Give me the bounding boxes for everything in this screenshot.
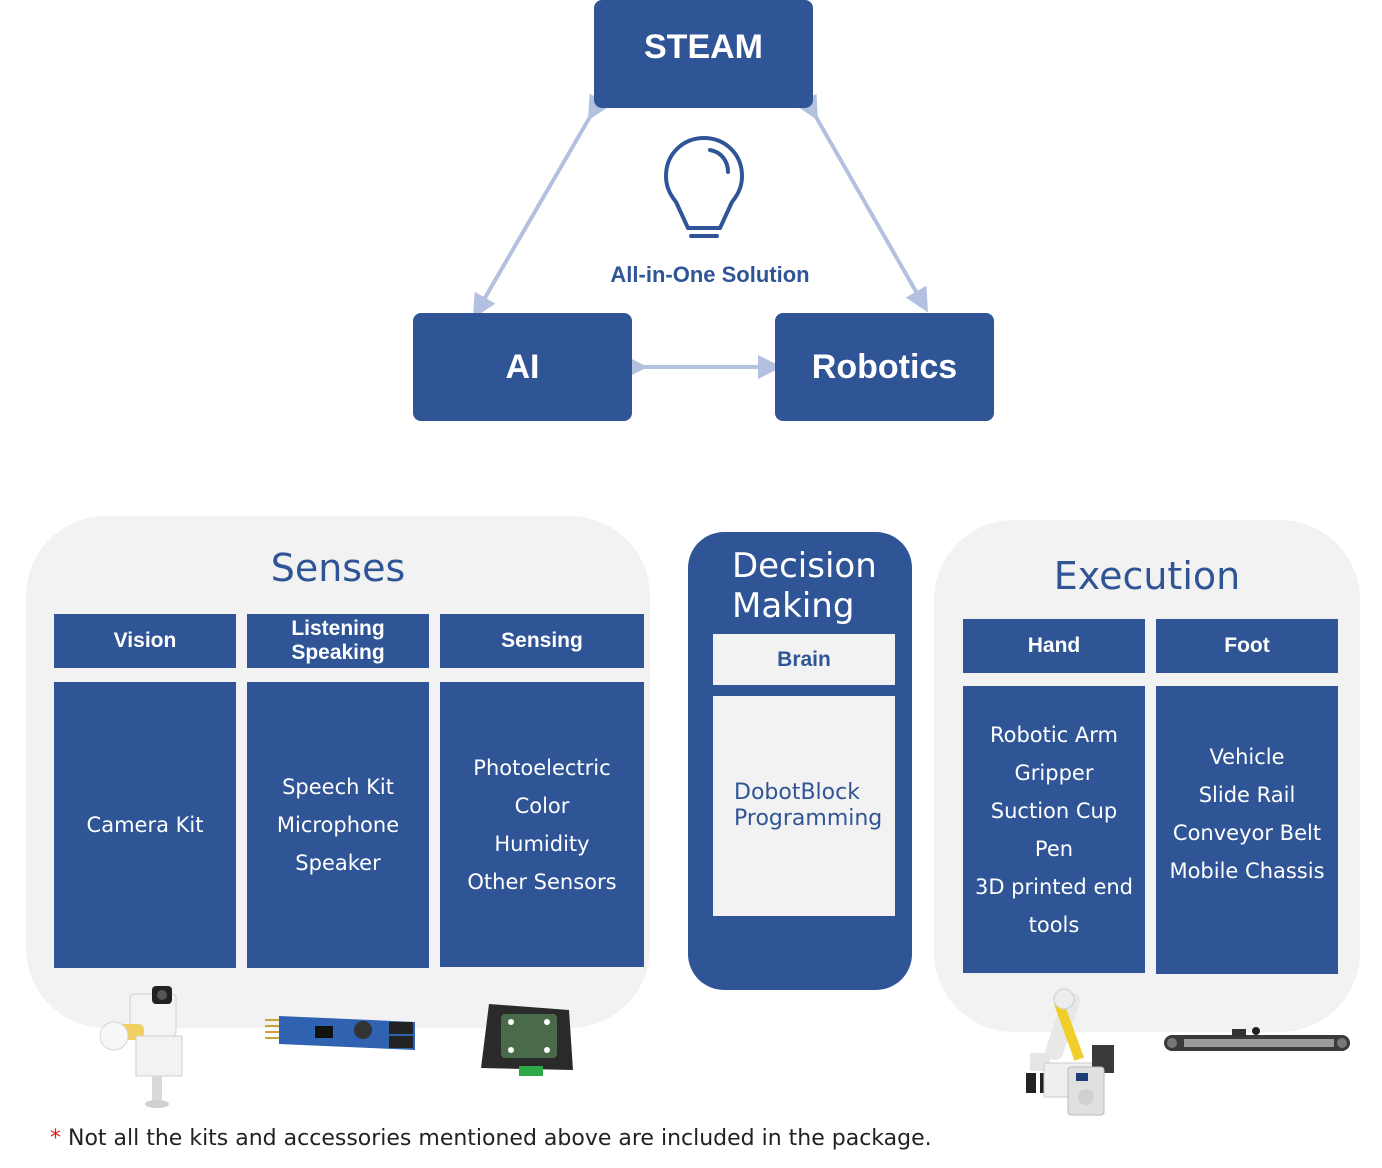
vision-items: Camera Kit <box>54 682 236 968</box>
decision-title-line: Making <box>732 586 855 626</box>
ai-box: AI <box>413 313 632 421</box>
ai-label: AI <box>505 347 540 386</box>
list-item: Robotic Arm <box>989 722 1119 747</box>
hand-items: Robotic Arm Gripper Suction Cup Pen 3D p… <box>963 686 1145 973</box>
sensing-header: Sensing <box>440 614 644 668</box>
decision-panel: Decision Making Brain DobotBlock Program… <box>688 532 912 990</box>
senses-title: Senses <box>270 546 406 590</box>
list-item: Color <box>514 793 570 818</box>
footnote-marker: * <box>50 1126 61 1151</box>
hand-header-label: Hand <box>1027 634 1081 657</box>
robotics-box: Robotics <box>775 313 994 421</box>
brain-header: Brain <box>713 634 895 685</box>
speaking-label: Speaking <box>291 641 385 664</box>
steam-label: STEAM <box>644 27 763 66</box>
foot-header: Foot <box>1156 619 1338 673</box>
vision-header-label: Vision <box>113 629 177 652</box>
decision-title: Decision Making <box>732 546 877 626</box>
listening-speaking-items: Speech Kit Microphone Speaker <box>247 682 429 968</box>
list-item: Other Sensors <box>467 869 617 894</box>
robotic-arm-image <box>1000 985 1120 1120</box>
conveyor-belt-image <box>1160 1025 1355 1065</box>
foot-items: Vehicle Slide Rail Conveyor Belt Mobile … <box>1156 686 1338 974</box>
vision-header: Vision <box>54 614 236 668</box>
list-item: Suction Cup <box>990 798 1118 823</box>
list-item: 3D printed end <box>974 874 1134 899</box>
list-item: Mobile Chassis <box>1169 859 1325 883</box>
list-item: Camera Kit <box>86 813 204 837</box>
decision-title-line: Decision <box>732 546 877 586</box>
brain-items: DobotBlock Programming <box>713 696 895 916</box>
camera-kit-image <box>90 980 200 1112</box>
solution-label: All-in-One Solution <box>610 262 810 287</box>
lightbulb-icon <box>662 136 746 244</box>
footnote: * Not all the kits and accessories menti… <box>50 1126 932 1151</box>
sensor-module-image <box>475 1000 575 1080</box>
robotics-label: Robotics <box>811 347 958 386</box>
list-item: tools <box>1028 912 1080 937</box>
list-item: Humidity <box>494 831 590 856</box>
list-item: Speaker <box>295 851 381 875</box>
sensing-items: Photoelectric Color Humidity Other Senso… <box>440 682 644 967</box>
list-item: Programming <box>734 806 883 831</box>
sensing-header-label: Sensing <box>501 629 583 652</box>
list-item: Microphone <box>276 813 400 837</box>
execution-title: Execution <box>1053 554 1241 598</box>
list-item: Gripper <box>1014 760 1094 785</box>
listening-label: Listening <box>291 617 385 640</box>
hand-header: Hand <box>963 619 1145 673</box>
footnote-text: Not all the kits and accessories mention… <box>61 1126 932 1151</box>
steam-box: STEAM <box>594 0 813 108</box>
list-item: Conveyor Belt <box>1172 821 1322 845</box>
foot-header-label: Foot <box>1224 634 1270 657</box>
list-item: Speech Kit <box>282 775 394 799</box>
brain-header-label: Brain <box>777 647 831 671</box>
list-item: DobotBlock <box>734 780 860 805</box>
listening-speaking-header: Listening Speaking <box>247 614 429 668</box>
list-item: Photoelectric <box>473 755 611 780</box>
list-item: Slide Rail <box>1198 783 1296 807</box>
list-item: Vehicle <box>1209 745 1285 769</box>
list-item: Pen <box>1034 836 1074 861</box>
speech-module-image <box>265 1010 425 1060</box>
